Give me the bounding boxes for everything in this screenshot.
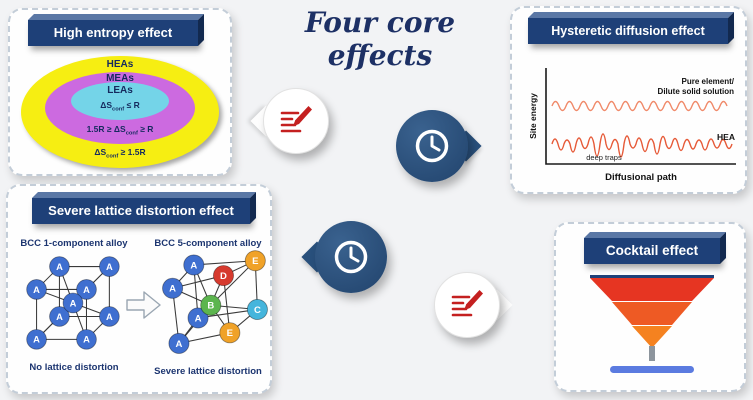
svg-text:C: C: [254, 305, 261, 316]
wave-pure-element: [551, 100, 728, 112]
transform-arrow-icon: [126, 291, 161, 319]
atom-e: [219, 322, 241, 344]
svg-text:A: A: [56, 262, 63, 272]
compose-note-icon: [280, 106, 312, 133]
svg-text:A: A: [83, 335, 90, 345]
atom-a: [168, 332, 190, 354]
atom-d: [212, 265, 234, 287]
high-entropy-banner: High entropy effect: [28, 20, 198, 46]
funnel-band-orange: [632, 326, 672, 348]
svg-text:B: B: [207, 301, 214, 312]
atom-e: [244, 250, 266, 272]
severe-distortion-caption: Severe lattice distortion: [154, 366, 262, 377]
funnel-band-orange-red: [612, 302, 692, 325]
hea-label: HEA: [717, 132, 735, 142]
no-distortion-caption: No lattice distortion: [29, 362, 119, 373]
svg-text:A: A: [190, 260, 197, 271]
speech-bubble-note-top: [250, 88, 329, 154]
panel-cocktail: Cocktail effect: [554, 222, 746, 392]
atom-a: [49, 306, 70, 327]
clock-icon: [334, 240, 368, 274]
lattice-banner: Severe lattice distortion effect: [32, 198, 250, 224]
graph-axes: [545, 68, 736, 165]
atom-a: [99, 306, 120, 327]
svg-text:E: E: [252, 256, 258, 267]
atom-c: [246, 298, 268, 320]
svg-text:E: E: [227, 328, 233, 339]
page-title: Four core effects: [304, 6, 456, 72]
pure-element-label-line2: Dilute solid solution: [658, 87, 735, 96]
svg-text:D: D: [220, 271, 227, 282]
pure-element-label-line1: Pure element/: [682, 77, 735, 86]
panel-hysteretic-diffusion: Hysteretic diffusion effect Site energy …: [510, 6, 747, 194]
svg-text:A: A: [169, 284, 176, 295]
diffusion-graph: Site energy Diffusional path Pure elemen…: [528, 68, 736, 183]
lattice-right-svg: A E A C A D A E B: [162, 250, 268, 354]
atom-a: [62, 292, 84, 314]
label-meas: MEAs: [106, 73, 134, 84]
bubble-tail-left: [301, 241, 333, 273]
panel-lattice-distortion: Severe lattice distortion effect BCC 1-c…: [6, 184, 272, 394]
label-sconf-mid: 1.5R ≥ ΔSconf ≥ R: [86, 124, 154, 137]
svg-text:A: A: [176, 339, 183, 350]
atom-a: [187, 307, 209, 329]
compose-note-icon: [451, 290, 483, 317]
cocktail-funnel-graphic: [590, 275, 714, 373]
bcc1-title: BCC 1-component alloy: [20, 238, 128, 249]
clock-icon: [415, 129, 449, 163]
cocktail-banner: Cocktail effect: [584, 238, 720, 264]
y-axis-label: Site energy: [528, 93, 538, 139]
svg-text:A: A: [106, 262, 113, 272]
bubble-tail-right: [450, 130, 482, 162]
svg-text:A: A: [56, 312, 63, 322]
atom-a: [162, 277, 184, 299]
venn-inner-ellipse: [71, 82, 169, 120]
svg-text:A: A: [106, 312, 113, 322]
speech-bubble-note-bottom: [434, 272, 513, 338]
label-sconf-inner: ΔSconf ≤ R: [100, 100, 140, 113]
atom-a: [76, 279, 97, 300]
atom-a: [26, 329, 47, 350]
label-sconf-outer: ΔSconf ≥ 1.5R: [94, 147, 146, 160]
funnel-stem: [649, 346, 655, 361]
funnel-band-red: [590, 278, 714, 301]
bubble-tail-left: [250, 105, 282, 137]
atom-a: [76, 329, 97, 350]
svg-text:A: A: [195, 313, 202, 324]
svg-text:A: A: [33, 335, 40, 345]
wave-hea: [551, 133, 733, 158]
panel-high-entropy: High entropy effect HEAs MEAs LEAs ΔScon…: [8, 8, 232, 176]
label-heas: HEAs: [106, 59, 134, 70]
svg-text:A: A: [70, 298, 77, 308]
hysteretic-banner: Hysteretic diffusion effect: [528, 18, 728, 44]
deep-traps-label: deep traps: [586, 153, 622, 162]
atom-a: [26, 279, 47, 300]
x-axis-label: Diffusional path: [605, 172, 677, 183]
atom-a: [183, 254, 205, 276]
atom-b: [200, 294, 222, 316]
atom-a: [99, 256, 120, 277]
bubble-tail-right: [481, 289, 513, 321]
label-leas: LEAs: [107, 85, 133, 96]
svg-text:A: A: [33, 285, 40, 295]
bcc5-title: BCC 5-component alloy: [154, 238, 262, 249]
svg-text:A: A: [83, 285, 90, 295]
speech-bubble-clock-top: [396, 110, 482, 182]
funnel-base: [610, 366, 694, 373]
speech-bubble-clock-bottom: [301, 221, 387, 293]
atom-a: [49, 256, 70, 277]
